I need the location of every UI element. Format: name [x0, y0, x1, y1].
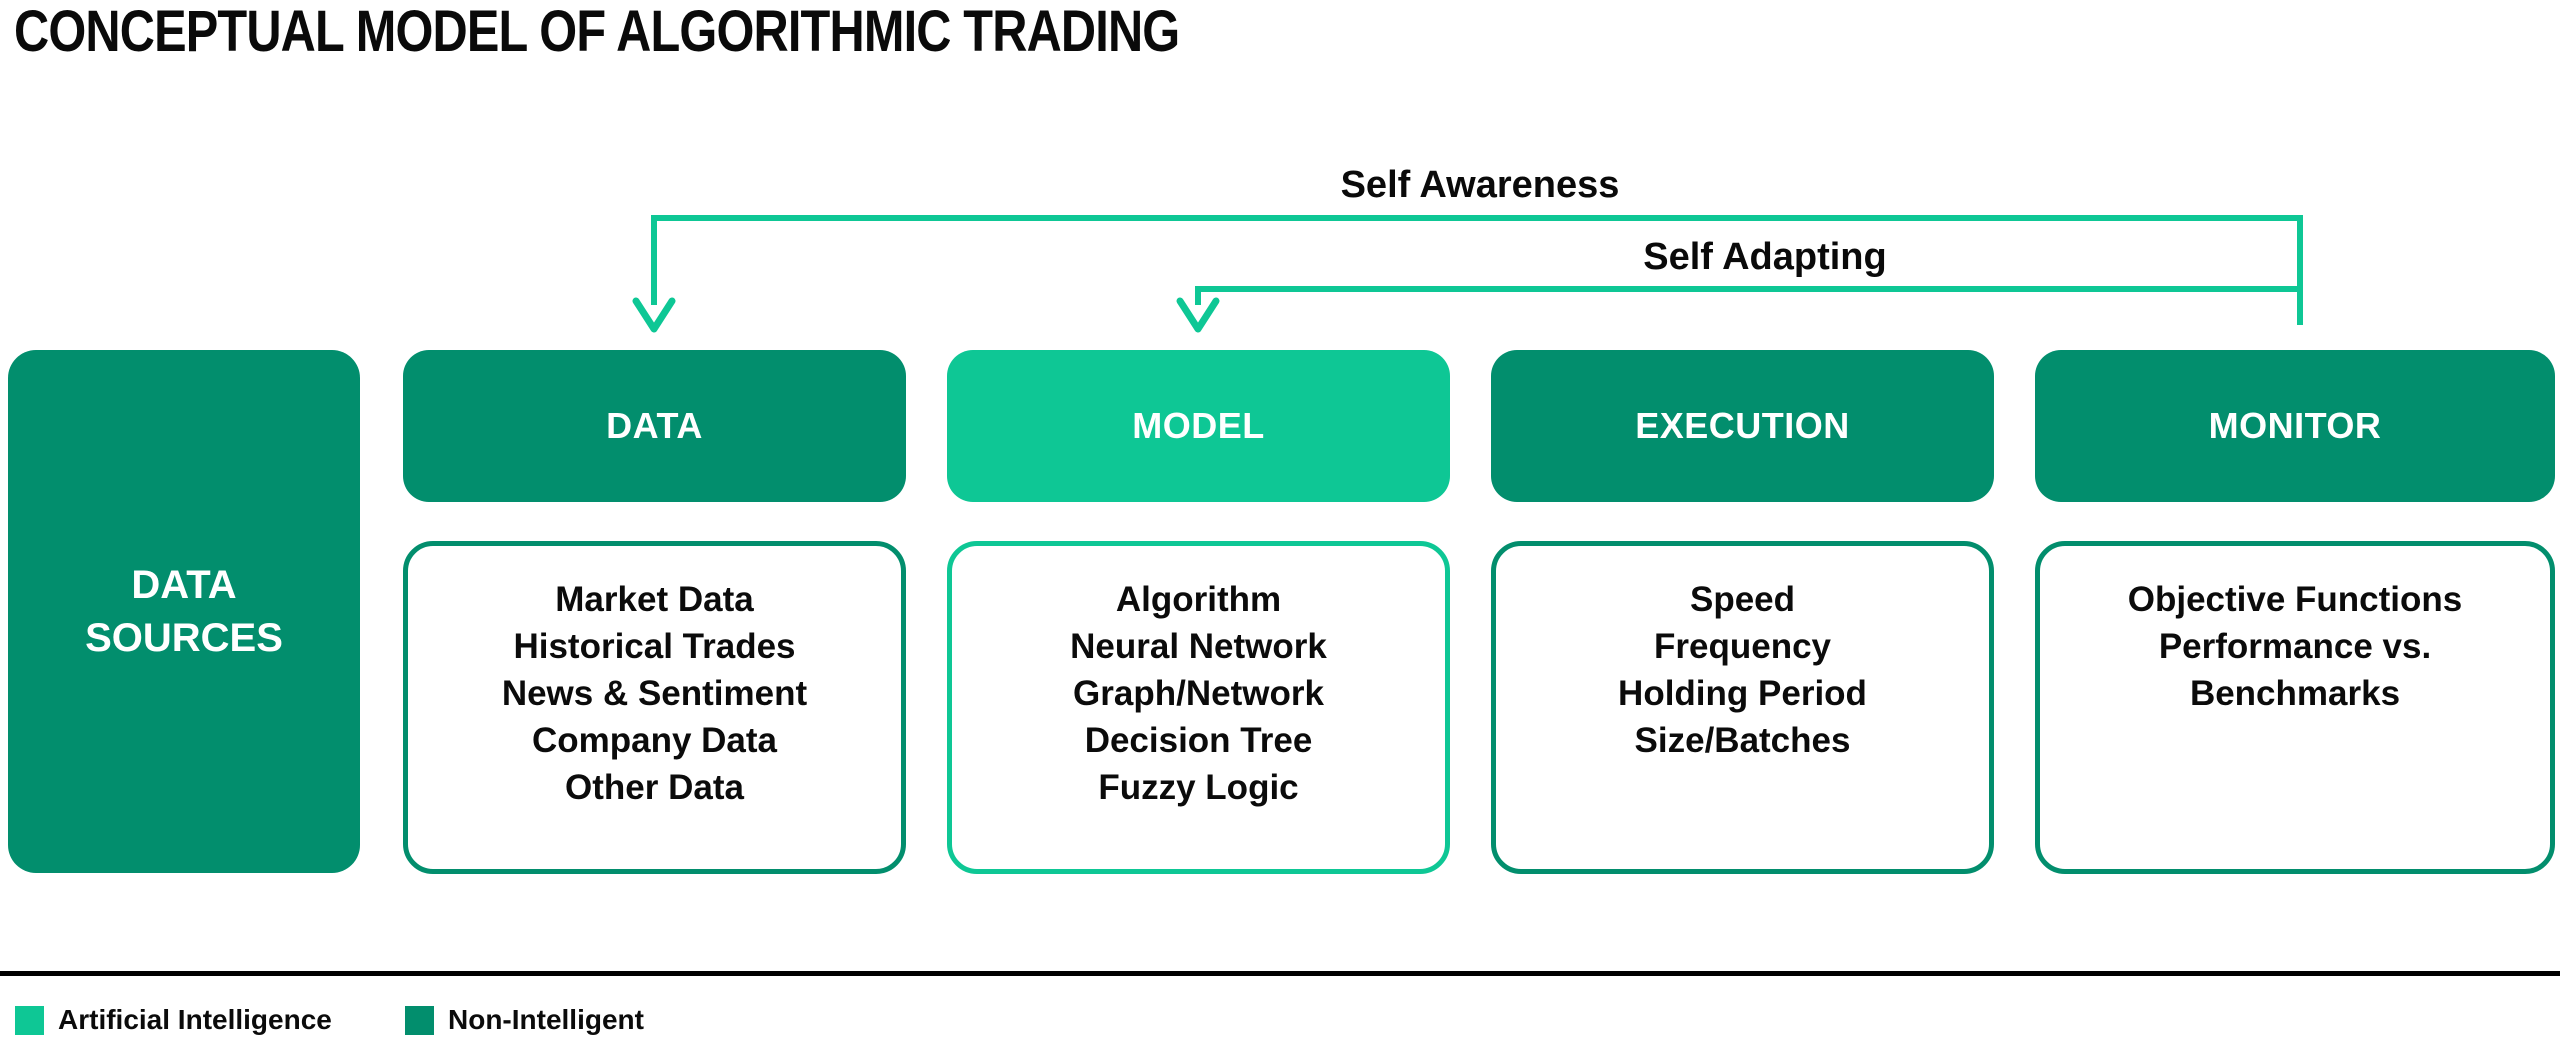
legend-label: Non-Intelligent: [448, 1004, 644, 1035]
legend-item-artificial-intelligence: Artificial Intelligence: [15, 1004, 332, 1036]
list-item: Performance vs.: [2158, 627, 2432, 666]
list-item: Company Data: [531, 721, 778, 760]
monitor-items-list: Objective Functions Performance vs. Benc…: [2040, 546, 2550, 717]
header-box-model: MODEL: [947, 350, 1450, 502]
content-box-execution: Speed Frequency Holding Period Size/Batc…: [1491, 541, 1994, 874]
legend-label: Artificial Intelligence: [58, 1004, 332, 1035]
list-item: Benchmarks: [2189, 674, 2401, 713]
ai-swatch-icon: [15, 1005, 44, 1035]
header-box-data: DATA: [403, 350, 906, 502]
self-adapting-arrowhead-icon: [1176, 297, 1220, 333]
list-item: Speed: [1689, 580, 1796, 619]
non-intelligent-swatch-icon: [405, 1005, 434, 1035]
self-awareness-label: Self Awareness: [1340, 164, 1620, 206]
self-awareness-arrowhead-icon: [632, 297, 676, 333]
self-adapting-label: Self Adapting: [1643, 236, 1887, 278]
header-label-execution: EXECUTION: [1635, 405, 1850, 446]
header-label-model: MODEL: [1132, 405, 1265, 446]
content-box-model: Algorithm Neural Network Graph/Network D…: [947, 541, 1450, 874]
list-item: Decision Tree: [1084, 721, 1313, 760]
header-label-monitor: MONITOR: [2208, 405, 2382, 446]
content-box-monitor: Objective Functions Performance vs. Benc…: [2035, 541, 2555, 874]
list-item: Frequency: [1654, 627, 1831, 666]
list-item: Fuzzy Logic: [1098, 768, 1299, 807]
list-item: Market Data: [555, 580, 754, 619]
execution-items-list: Speed Frequency Holding Period Size/Batc…: [1496, 546, 1989, 764]
diagram-title: CONCEPTUAL MODEL OF ALGORITHMIC TRADING: [14, 0, 1180, 64]
list-item: Holding Period: [1618, 674, 1867, 713]
header-label-data: DATA: [606, 405, 703, 446]
data-items-list: Market Data Historical Trades News & Sen…: [408, 546, 901, 811]
list-item: Graph/Network: [1073, 674, 1324, 713]
self-adapting-arrow-line: [1195, 286, 2300, 305]
legend-divider: [0, 971, 2560, 976]
list-item: Historical Trades: [513, 627, 796, 666]
list-item: Other Data: [565, 768, 744, 807]
legend-item-non-intelligent: Non-Intelligent: [405, 1004, 644, 1036]
data-sources-box: DATA SOURCES: [8, 350, 360, 873]
model-items-list: Algorithm Neural Network Graph/Network D…: [952, 546, 1445, 811]
list-item: News & Sentiment: [501, 674, 808, 713]
header-box-execution: EXECUTION: [1491, 350, 1994, 502]
list-item: Neural Network: [1070, 627, 1327, 666]
data-sources-label: DATA SOURCES: [85, 562, 283, 660]
list-item: Size/Batches: [1634, 721, 1851, 760]
list-item: Objective Functions: [2127, 580, 2463, 619]
content-box-data: Market Data Historical Trades News & Sen…: [403, 541, 906, 874]
list-item: Algorithm: [1115, 580, 1282, 619]
self-awareness-arrow-line: [651, 215, 2303, 325]
header-box-monitor: MONITOR: [2035, 350, 2555, 502]
